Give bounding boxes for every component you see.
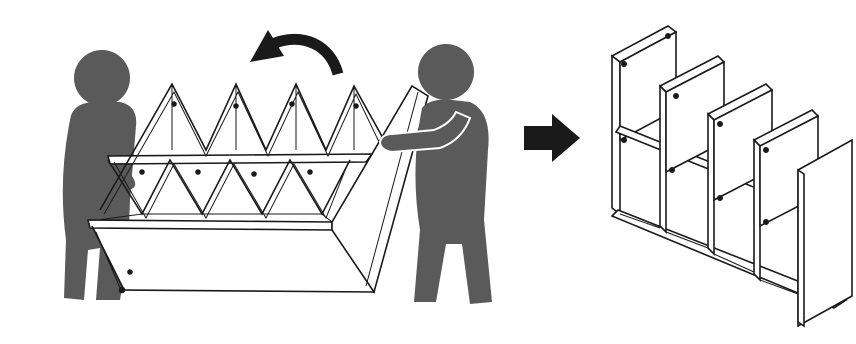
rotate-arrow-icon (250, 30, 344, 76)
tilted-shelf (86, 82, 429, 294)
next-step-arrow-icon (524, 114, 580, 162)
step-lift-and-tilt (62, 30, 492, 305)
step-standing-shelf (610, 25, 853, 328)
right-person-figure-icon (378, 44, 492, 305)
